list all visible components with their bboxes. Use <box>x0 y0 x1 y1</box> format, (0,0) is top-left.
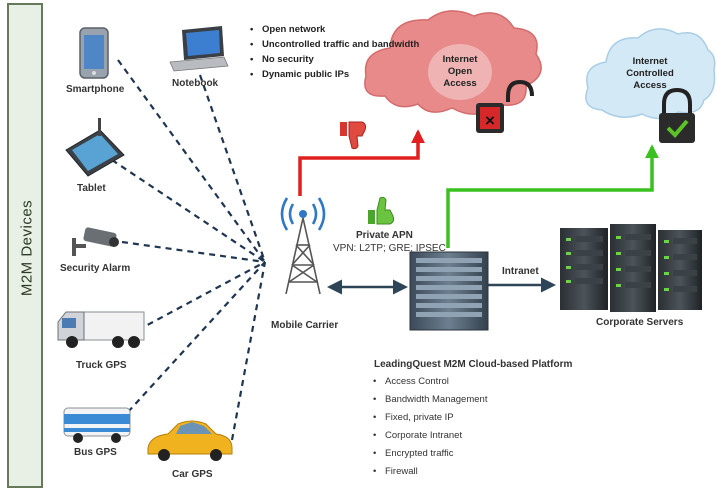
platform-server-icon <box>409 251 489 331</box>
label-tablet: Tablet <box>77 183 106 194</box>
intranet-label: Intranet <box>502 266 539 277</box>
controlled-internet-path <box>446 144 659 248</box>
open-cloud-label: Internet Open Access <box>442 54 478 89</box>
thumbs-up-icon <box>368 196 395 225</box>
link-car-gps <box>230 261 267 441</box>
open-internet-path <box>298 129 425 196</box>
tablet-icon <box>65 118 125 177</box>
link-notebook <box>198 74 267 263</box>
risk-item: Open network <box>250 22 419 37</box>
feature-item: Access Control <box>373 373 487 391</box>
m2m-devices-sidebar: M2M Devices <box>7 3 43 488</box>
private-apn-label: Private APN <box>356 230 413 241</box>
open-padlock-icon: × <box>476 79 534 133</box>
link-bus-gps <box>127 261 266 413</box>
platform-title: LeadingQuest M2M Cloud-based Platform <box>374 359 573 370</box>
open-network-risks-list: Open network Uncontrolled traffic and ba… <box>250 22 419 82</box>
risk-item: Dynamic public IPs <box>250 67 419 82</box>
label-smartphone: Smartphone <box>66 84 125 95</box>
label-car-gps: Car GPS <box>172 469 213 480</box>
notebook-icon <box>169 26 229 72</box>
svg-text:×: × <box>485 111 495 130</box>
vpn-protocols-label: VPN: L2TP; GRE; IPSEC <box>333 243 446 254</box>
label-security-alarm: Security Alarm <box>60 263 131 274</box>
link-tablet <box>111 159 266 263</box>
cell-tower-icon <box>285 217 321 295</box>
link-security-alarm <box>121 240 266 264</box>
risk-item: No security <box>250 52 419 67</box>
mobile-carrier-label: Mobile Carrier <box>271 320 339 331</box>
risk-item: Uncontrolled traffic and bandwidth <box>250 37 419 52</box>
car-icon <box>147 420 233 461</box>
label-notebook: Notebook <box>172 78 219 89</box>
feature-item: Bandwidth Management <box>373 391 487 409</box>
truck-icon <box>57 311 145 348</box>
link-smartphone <box>117 59 266 263</box>
label-truck-gps: Truck GPS <box>76 360 127 371</box>
tablet-stylus <box>98 118 101 136</box>
platform-features-list: Access Control Bandwidth Management Fixe… <box>373 373 487 481</box>
controlled-cloud-label: Internet Controlled Access <box>626 56 674 91</box>
signal-waves-icon <box>280 197 326 231</box>
smartphone-icon <box>79 27 109 79</box>
bus-icon <box>63 407 131 443</box>
corporate-servers-icon <box>560 224 702 312</box>
link-truck-gps <box>137 261 266 331</box>
security-camera-icon <box>72 227 119 256</box>
label-bus-gps: Bus GPS <box>74 447 117 458</box>
feature-item: Corporate Intranet <box>373 427 487 445</box>
corporate-servers-label: Corporate Servers <box>596 317 684 328</box>
closed-padlock-icon <box>659 87 695 143</box>
feature-item: Encrypted traffic <box>373 445 487 463</box>
device-links <box>111 59 267 441</box>
thumbs-down-icon <box>340 121 367 150</box>
feature-item: Firewall <box>373 463 487 481</box>
feature-item: Fixed, private IP <box>373 409 487 427</box>
